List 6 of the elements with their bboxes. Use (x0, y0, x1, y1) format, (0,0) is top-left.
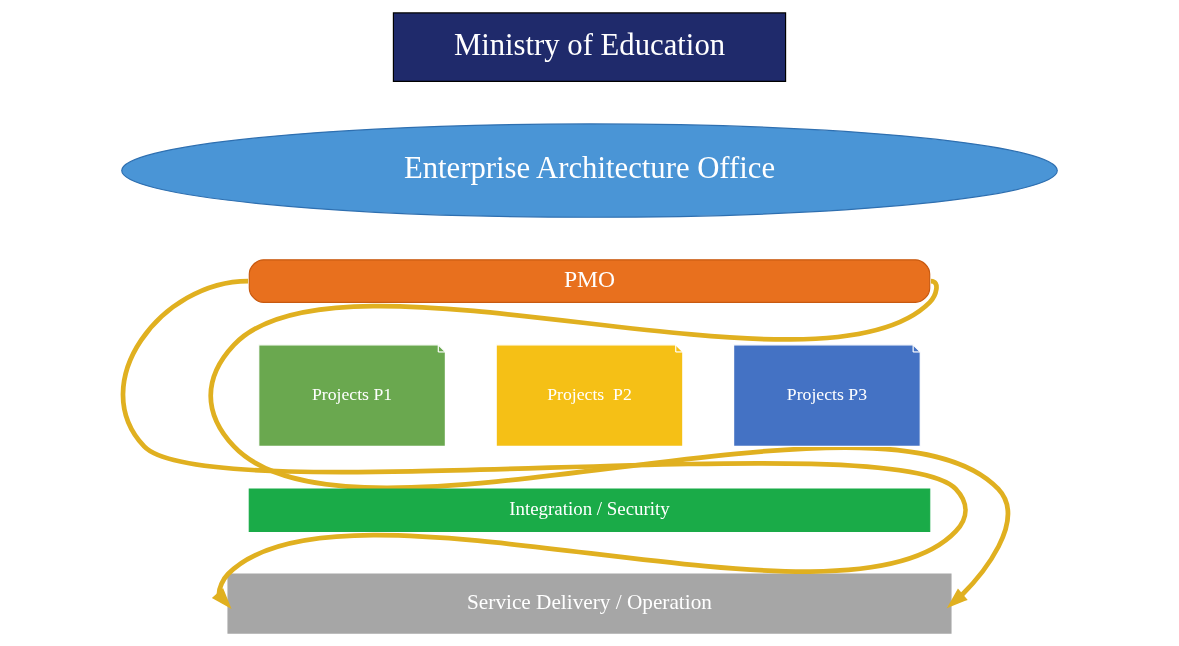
node-box: PMO (248, 259, 931, 303)
node-box: Integration / Security (248, 488, 931, 533)
node-ellipse: Enterprise Architecture Office (121, 123, 1058, 218)
node-box: Service Delivery / Operation (227, 573, 952, 634)
arrow (121, 278, 968, 609)
node-box: Ministry of Education (392, 12, 787, 83)
